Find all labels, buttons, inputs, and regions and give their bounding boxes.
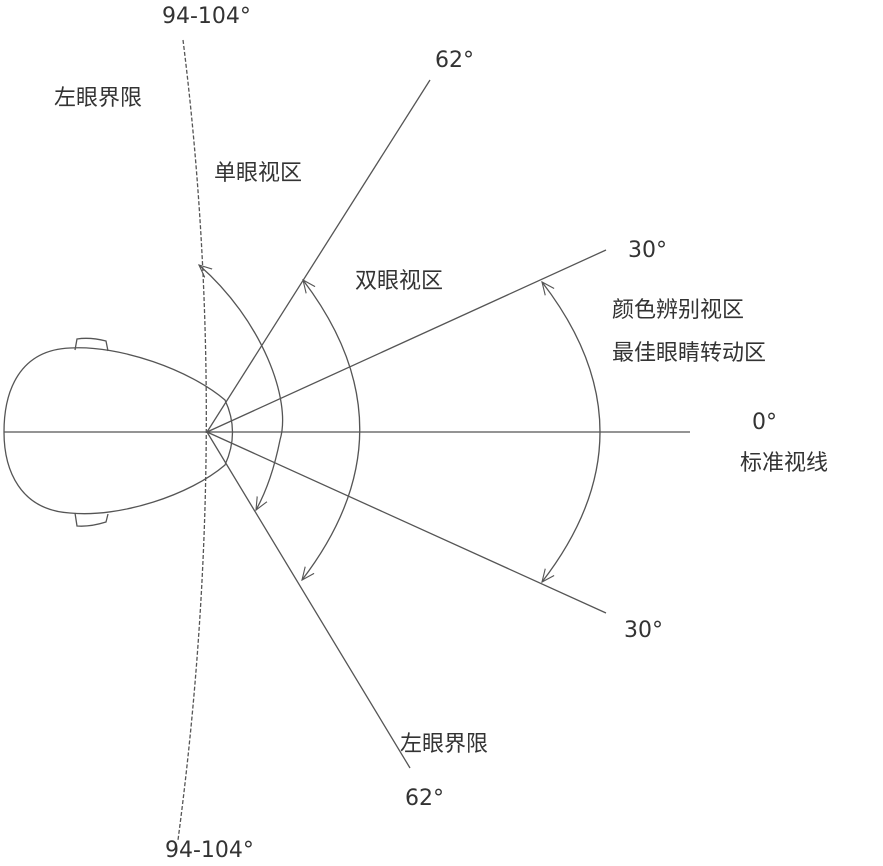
- line-62-bottom: [206, 431, 411, 769]
- head-outline: [3, 347, 234, 515]
- color-zone-arc: [542, 282, 601, 582]
- ear-top: [74, 337, 109, 352]
- ear-bottom: [74, 512, 109, 527]
- top-62-label: 62°: [435, 48, 474, 73]
- zero-angle-label: 0°: [752, 410, 777, 435]
- binocular-zone-label: 双眼视区: [355, 269, 444, 294]
- bottom-left-eye-limit-label: 左眼界限: [400, 732, 489, 757]
- top-30-label: 30°: [628, 238, 667, 263]
- color-zone-label-1: 颜色辨别视区: [612, 298, 745, 323]
- left-eye-limit-dashed: [177, 39, 207, 841]
- line-62-top: [206, 79, 431, 433]
- top-limit-angle-label: 94-104°: [162, 4, 251, 29]
- top-left-eye-limit-label: 左眼界限: [54, 86, 143, 111]
- monocular-arc: [199, 265, 284, 510]
- binocular-arc: [302, 280, 361, 580]
- standard-sightline-label: 标准视线: [740, 451, 829, 476]
- line-30-bottom: [206, 431, 607, 614]
- line-30-top: [206, 249, 607, 433]
- monocular-zone-label: 单眼视区: [214, 161, 303, 186]
- bottom-30-label: 30°: [624, 618, 663, 643]
- color-zone-label-2: 最佳眼睛转动区: [612, 341, 767, 366]
- bottom-62-label: 62°: [405, 786, 444, 811]
- bottom-limit-angle-label: 94-104°: [165, 838, 254, 863]
